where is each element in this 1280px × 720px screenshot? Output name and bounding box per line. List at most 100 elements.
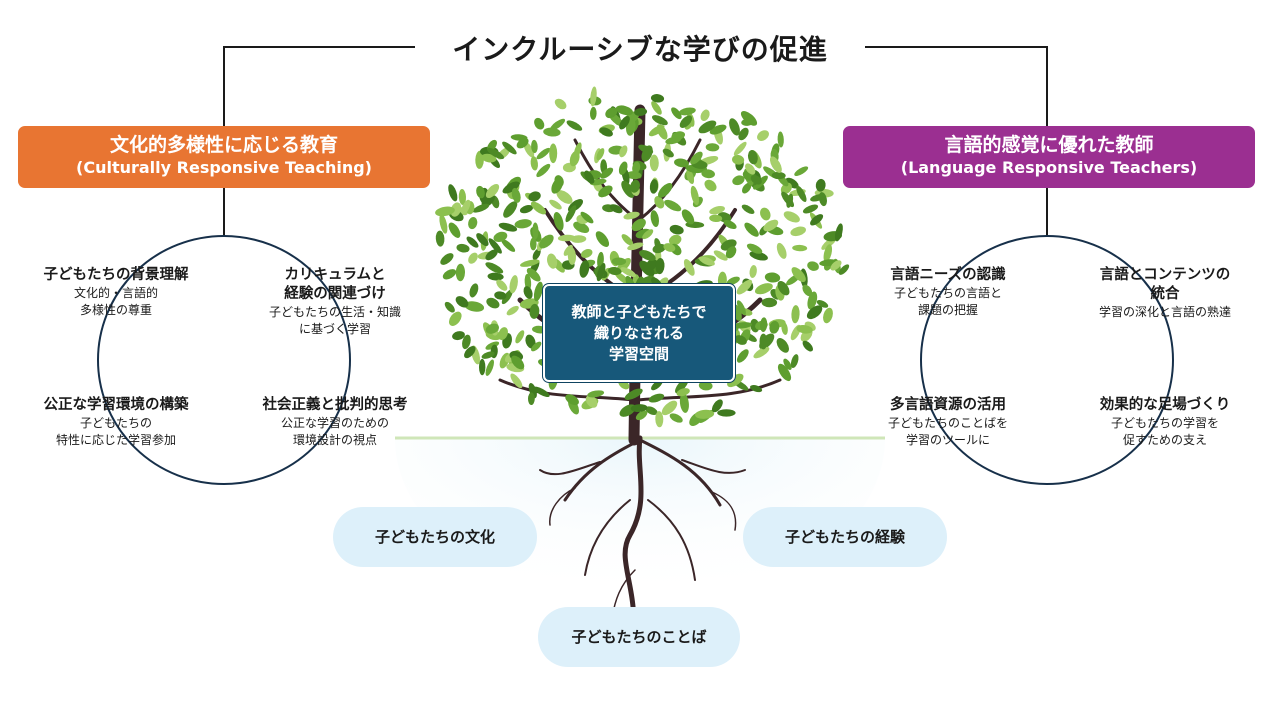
leaf: [485, 359, 494, 376]
leaf: [462, 334, 471, 350]
leaf: [736, 300, 746, 316]
leaf: [573, 221, 590, 233]
leaf: [650, 210, 660, 227]
leaf: [754, 283, 773, 295]
leaf: [455, 263, 466, 282]
leaf: [783, 211, 800, 223]
leaf: [511, 355, 525, 370]
item-desc: 多様性の尊重: [79, 303, 152, 317]
item-desc: 公正な学習のための: [280, 416, 389, 430]
leaf: [514, 219, 532, 229]
leaf: [618, 161, 628, 175]
leaf: [651, 379, 663, 391]
center-line: 教師と子どもたちで: [571, 303, 707, 321]
leaf: [472, 203, 490, 213]
leaf: [554, 98, 567, 110]
leaf: [747, 149, 758, 165]
leaf: [749, 265, 757, 278]
leaf: [764, 272, 781, 283]
leaf: [823, 244, 833, 263]
leaf: [468, 217, 478, 230]
leaf: [676, 388, 690, 397]
leaf: [498, 222, 518, 232]
leaf: [639, 260, 655, 277]
leaf: [621, 180, 635, 198]
leaf: [823, 307, 833, 324]
leaf: [705, 143, 720, 152]
right-banner: 言語的感覚に優れた教師 (Language Responsive Teacher…: [843, 126, 1255, 188]
leaf: [733, 141, 747, 156]
leaf: [759, 333, 768, 350]
leaf: [790, 226, 806, 237]
leaf: [509, 275, 518, 294]
leaf: [485, 249, 498, 261]
leaf: [461, 199, 471, 215]
leaf: [726, 276, 740, 286]
leaf: [671, 107, 682, 120]
leaf: [690, 185, 700, 206]
leaf: [662, 148, 674, 158]
leaf: [494, 291, 507, 300]
item-desc: 子どもたちの: [79, 416, 152, 430]
leaf: [785, 177, 799, 189]
leaf: [631, 218, 646, 232]
leaf: [736, 279, 753, 295]
leaf: [649, 179, 659, 194]
leaf: [634, 108, 648, 116]
leaf: [648, 124, 665, 137]
leaf: [567, 247, 577, 265]
right-item-multilingual: 多言語資源の活用 子どもたちのことばを 学習のツールに: [853, 396, 1043, 449]
leaf: [523, 141, 535, 158]
leaf: [506, 305, 519, 316]
leaf: [502, 141, 517, 155]
leaf: [615, 105, 633, 116]
root-pill-language: 子どもたちのことば: [538, 607, 740, 667]
leaf: [498, 327, 508, 341]
leaf: [717, 409, 736, 417]
item-desc: 学習のツールに: [905, 433, 990, 447]
leaf: [749, 251, 768, 261]
item-desc: 課題の把握: [917, 303, 978, 317]
leaf: [654, 196, 665, 209]
leaf: [732, 322, 753, 329]
leaf: [816, 300, 829, 308]
leaf: [759, 317, 768, 332]
leaf: [584, 170, 595, 184]
leaf: [623, 211, 640, 220]
leaf: [661, 400, 678, 416]
leaf: [579, 260, 590, 278]
leaf: [549, 199, 562, 210]
leaf: [655, 258, 665, 275]
leaf: [466, 236, 479, 248]
leaf: [791, 267, 806, 283]
leaf: [515, 330, 525, 344]
leaf: [481, 194, 495, 207]
leaf: [655, 411, 664, 428]
leaf: [658, 183, 673, 198]
leaf: [464, 301, 485, 312]
leaf: [683, 259, 695, 276]
leaf: [736, 349, 749, 363]
leaf: [709, 206, 725, 215]
leaf: [769, 320, 780, 334]
leaf: [439, 214, 448, 234]
right-banner-subtitle: (Language Responsive Teachers): [900, 158, 1198, 177]
leaf: [723, 219, 737, 230]
root-pill-experience: 子どもたちの経験: [743, 507, 947, 567]
leaf: [763, 219, 779, 232]
leaf: [536, 163, 551, 178]
leaf: [526, 268, 541, 282]
leaf: [807, 261, 819, 271]
leaf: [632, 161, 641, 174]
leaf: [485, 262, 504, 274]
leaf: [790, 354, 799, 369]
leaf: [645, 406, 658, 416]
leaf: [493, 231, 508, 243]
leaf: [496, 279, 508, 291]
right-banner-title: 言語的感覚に優れた教師: [944, 134, 1154, 156]
leaf: [791, 305, 800, 324]
right-cycle-circle: [920, 235, 1174, 485]
leaf: [608, 266, 622, 276]
leaf: [530, 201, 547, 215]
leaf: [595, 231, 610, 247]
